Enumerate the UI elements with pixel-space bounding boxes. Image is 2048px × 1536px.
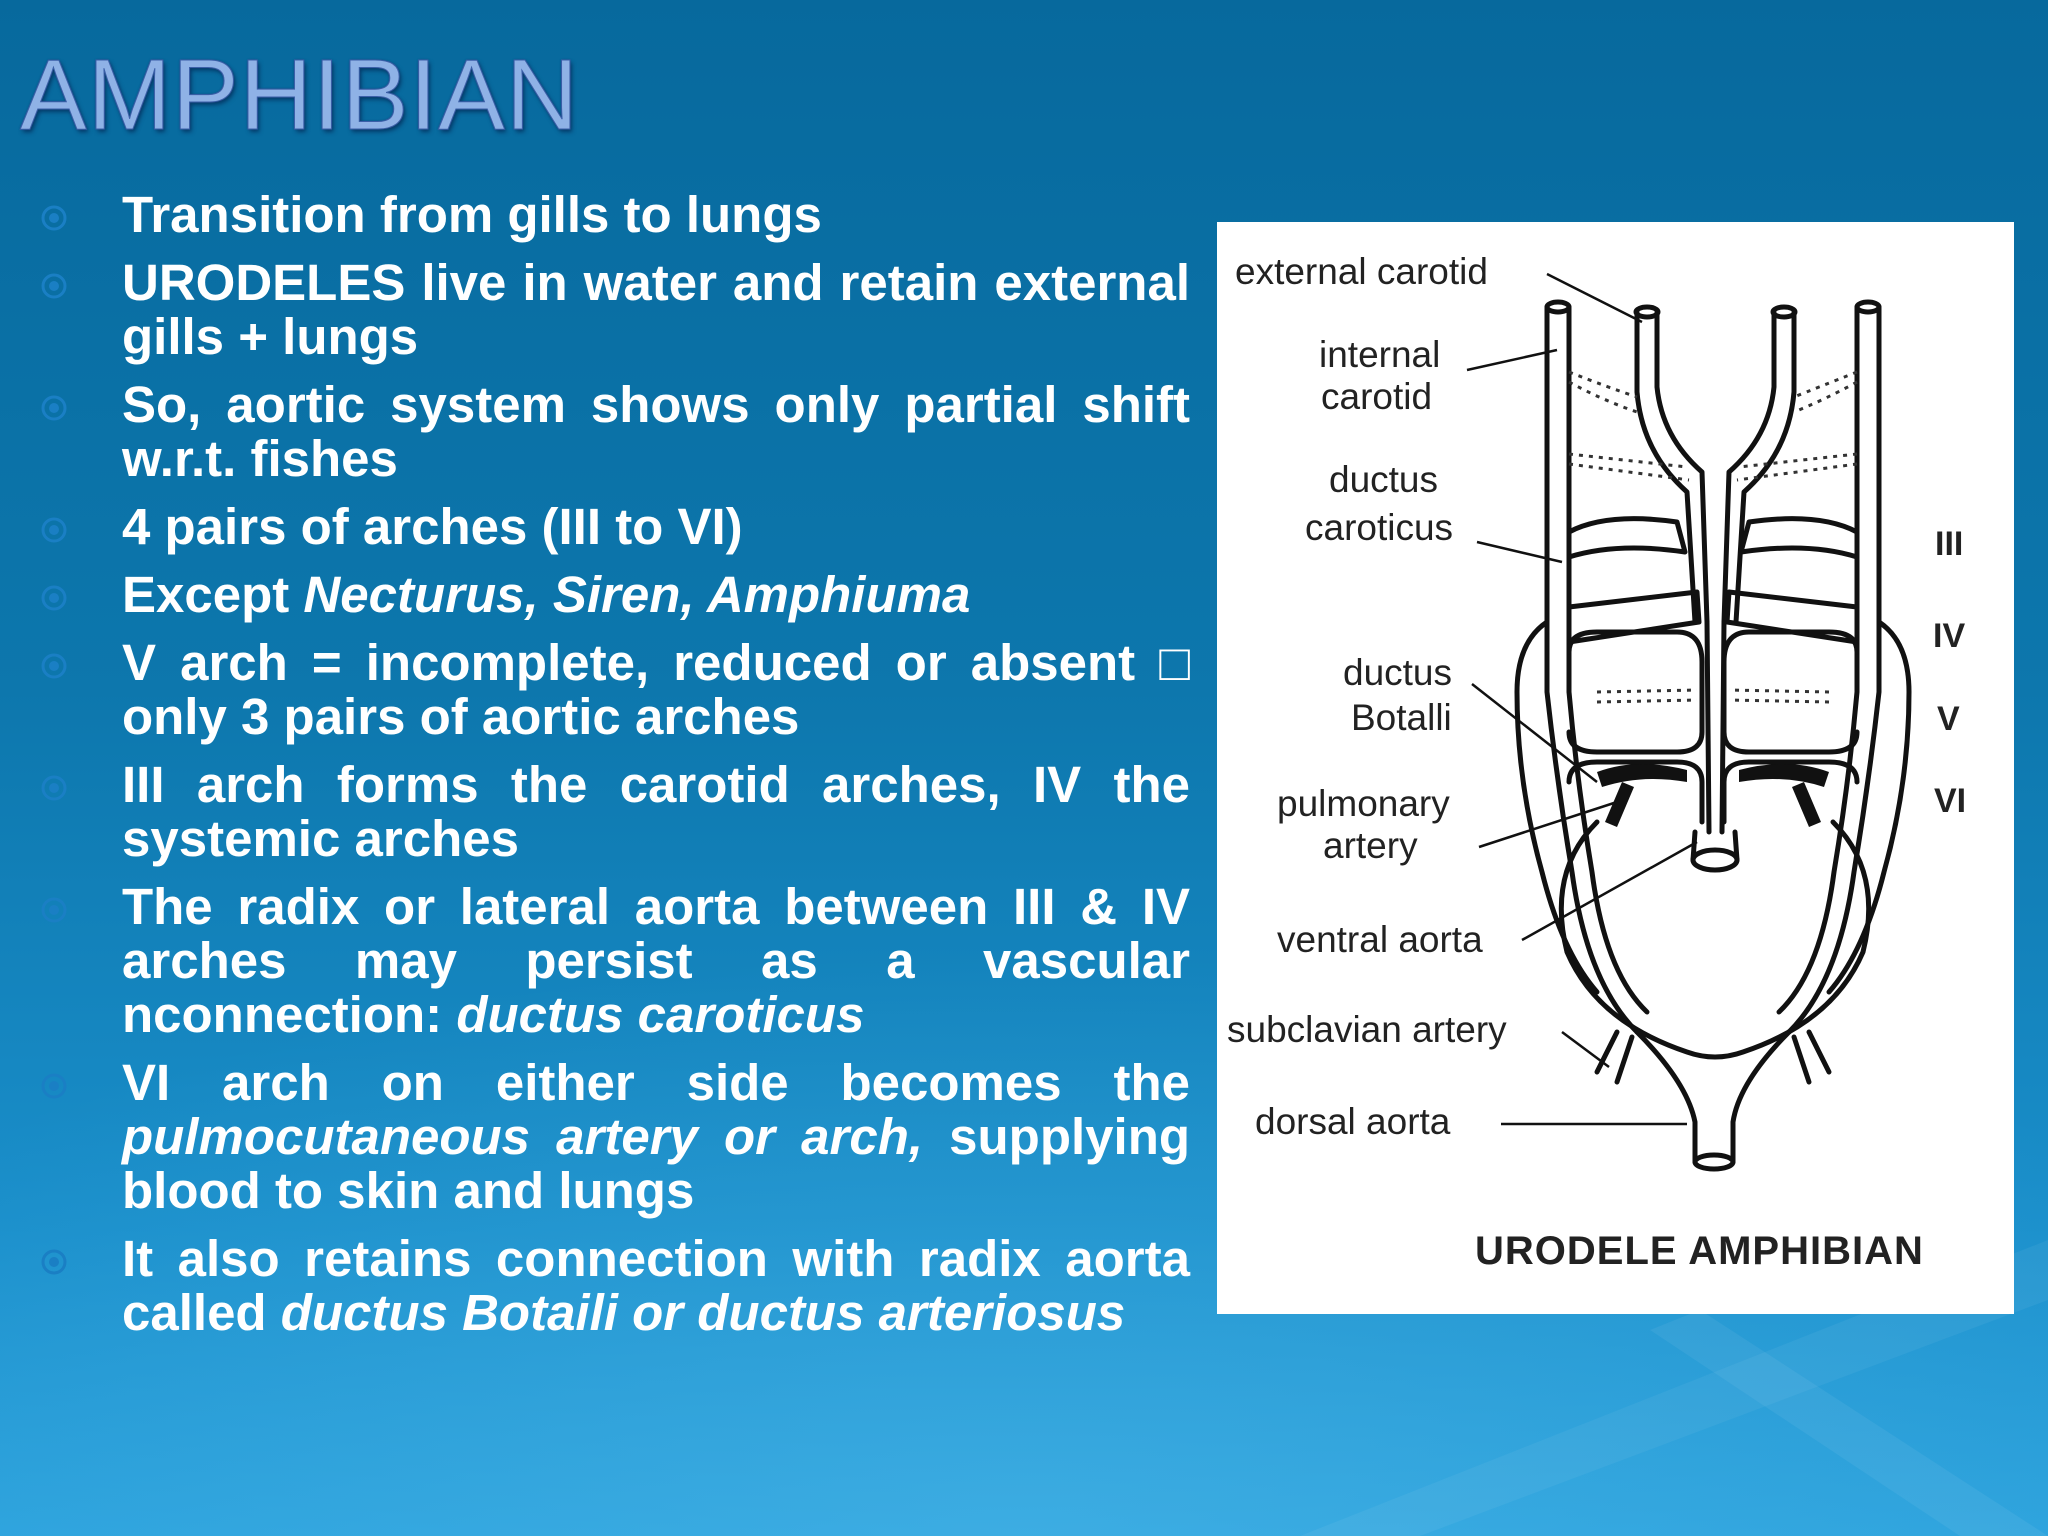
label-ventral-aorta: ventral aorta bbox=[1277, 919, 1483, 960]
arch-vi-left bbox=[1566, 759, 1705, 825]
label-arch-vi: VI bbox=[1934, 782, 1966, 820]
label-pulmonary-artery-1: pulmonary bbox=[1277, 783, 1450, 824]
figure-caption: URODELE AMPHIBIAN bbox=[1475, 1229, 1924, 1273]
pointer-ductus-botalli bbox=[1471, 683, 1598, 783]
target-circle-icon bbox=[40, 896, 68, 924]
left-carotid-trunk bbox=[1634, 309, 1698, 625]
target-circle-icon bbox=[40, 516, 68, 544]
arch-iii-right bbox=[1738, 516, 1860, 560]
label-ductus-botalli-1: ductus bbox=[1343, 652, 1452, 693]
bullet-text: It also retains connection with radix ao… bbox=[122, 1230, 1190, 1341]
target-circle-icon bbox=[40, 204, 68, 232]
bullet-item: URODELES live in water and retain extern… bbox=[0, 256, 1190, 364]
bullet-text-italic: ductus Botaili or ductus arteriosus bbox=[280, 1284, 1126, 1341]
pointer-external-carotid bbox=[1546, 272, 1643, 324]
bullet-item: VI arch on either side becomes the pulmo… bbox=[0, 1056, 1190, 1218]
target-circle-icon bbox=[40, 1248, 68, 1276]
label-pulmonary-artery-2: artery bbox=[1323, 825, 1418, 866]
bullet-item: Except Necturus, Siren, Amphiuma bbox=[0, 568, 1190, 622]
label-internal-carotid-1: internal bbox=[1319, 334, 1440, 375]
pointer-ductus-caroticus bbox=[1476, 540, 1563, 564]
right-carotid-trunk bbox=[1733, 309, 1797, 625]
right-radix-outer bbox=[1786, 304, 1882, 1035]
label-dorsal-aorta: dorsal aorta bbox=[1255, 1101, 1451, 1142]
bullet-item: So, aortic system shows only partial shi… bbox=[0, 378, 1190, 486]
label-external-carotid: external carotid bbox=[1235, 251, 1488, 292]
arch-iii-left bbox=[1566, 516, 1688, 560]
label-arch-v: V bbox=[1937, 700, 1960, 738]
bullet-text: URODELES live in water and retain extern… bbox=[122, 254, 1190, 365]
arch-iv-left bbox=[1566, 629, 1705, 755]
bullet-text: Except bbox=[122, 566, 304, 623]
target-circle-icon bbox=[40, 584, 68, 612]
bullet-text-italic: ductus caroticus bbox=[456, 986, 865, 1043]
aortic-arch-diagram: external carotid internal carotid ductus… bbox=[1217, 222, 2014, 1314]
target-circle-icon bbox=[40, 774, 68, 802]
target-circle-icon bbox=[40, 272, 68, 300]
bullet-text-italic: Necturus, Siren, Amphiuma bbox=[303, 566, 971, 623]
label-ductus-caroticus-1: ductus bbox=[1329, 459, 1438, 500]
bullet-text: 4 pairs of arches (III to VI) bbox=[122, 498, 743, 555]
pointer-internal-carotid bbox=[1466, 348, 1558, 372]
left-radix-inner bbox=[1566, 304, 1650, 1015]
pointer-pulmonary-artery bbox=[1478, 800, 1618, 849]
arch-vi-right bbox=[1721, 759, 1860, 825]
right-radix-inner bbox=[1776, 304, 1860, 1015]
bullet-item: It also retains connection with radix ao… bbox=[0, 1232, 1190, 1340]
bullet-item: V arch = incomplete, reduced or absent □… bbox=[0, 636, 1190, 744]
bullet-text: So, aortic system shows only partial shi… bbox=[122, 376, 1190, 487]
label-subclavian-artery: subclavian artery bbox=[1227, 1009, 1507, 1050]
diagram-drawing: external carotid internal carotid ductus… bbox=[1227, 251, 1966, 1273]
label-internal-carotid-2: carotid bbox=[1321, 376, 1432, 417]
bullet-text: VI arch on either side becomes the bbox=[122, 1054, 1190, 1111]
dorsal-aorta bbox=[1634, 1029, 1792, 1165]
target-circle-icon bbox=[40, 1072, 68, 1100]
bullet-text: Transition from gills to lungs bbox=[122, 186, 822, 243]
label-ductus-botalli-2: Botalli bbox=[1351, 697, 1452, 738]
bullet-text: III arch forms the carotid arches, IV th… bbox=[122, 756, 1190, 867]
right-carotid-trunk-inner bbox=[1721, 309, 1777, 625]
label-arch-iv: IV bbox=[1933, 617, 1965, 655]
target-circle-icon bbox=[40, 652, 68, 680]
bullet-item: III arch forms the carotid arches, IV th… bbox=[0, 758, 1190, 866]
left-radix-outer bbox=[1544, 304, 1640, 1035]
bullet-text: V arch = incomplete, reduced or absent □… bbox=[122, 634, 1190, 745]
arch-iv-right bbox=[1721, 629, 1860, 755]
bullet-text: The radix or lateral aorta between III &… bbox=[122, 878, 1190, 1043]
label-ductus-caroticus-2: caroticus bbox=[1305, 507, 1453, 548]
bullet-item: Transition from gills to lungs bbox=[0, 188, 1190, 242]
bullet-item: 4 pairs of arches (III to VI) bbox=[0, 500, 1190, 554]
pointer-subclavian bbox=[1561, 1030, 1610, 1069]
bullet-item: The radix or lateral aorta between III &… bbox=[0, 880, 1190, 1042]
bullet-text-italic: pulmocutaneous artery or arch, bbox=[122, 1108, 924, 1165]
label-arch-iii: III bbox=[1935, 525, 1963, 563]
slide-title: AMPHIBIAN bbox=[19, 39, 580, 152]
left-carotid-trunk-inner bbox=[1654, 309, 1710, 625]
target-circle-icon bbox=[40, 394, 68, 422]
ventral-aorta-heart bbox=[1558, 819, 1872, 1060]
pointer-ventral-aorta bbox=[1521, 840, 1698, 942]
bullet-text: supplying blood to skin and lungs bbox=[122, 1108, 1190, 1219]
